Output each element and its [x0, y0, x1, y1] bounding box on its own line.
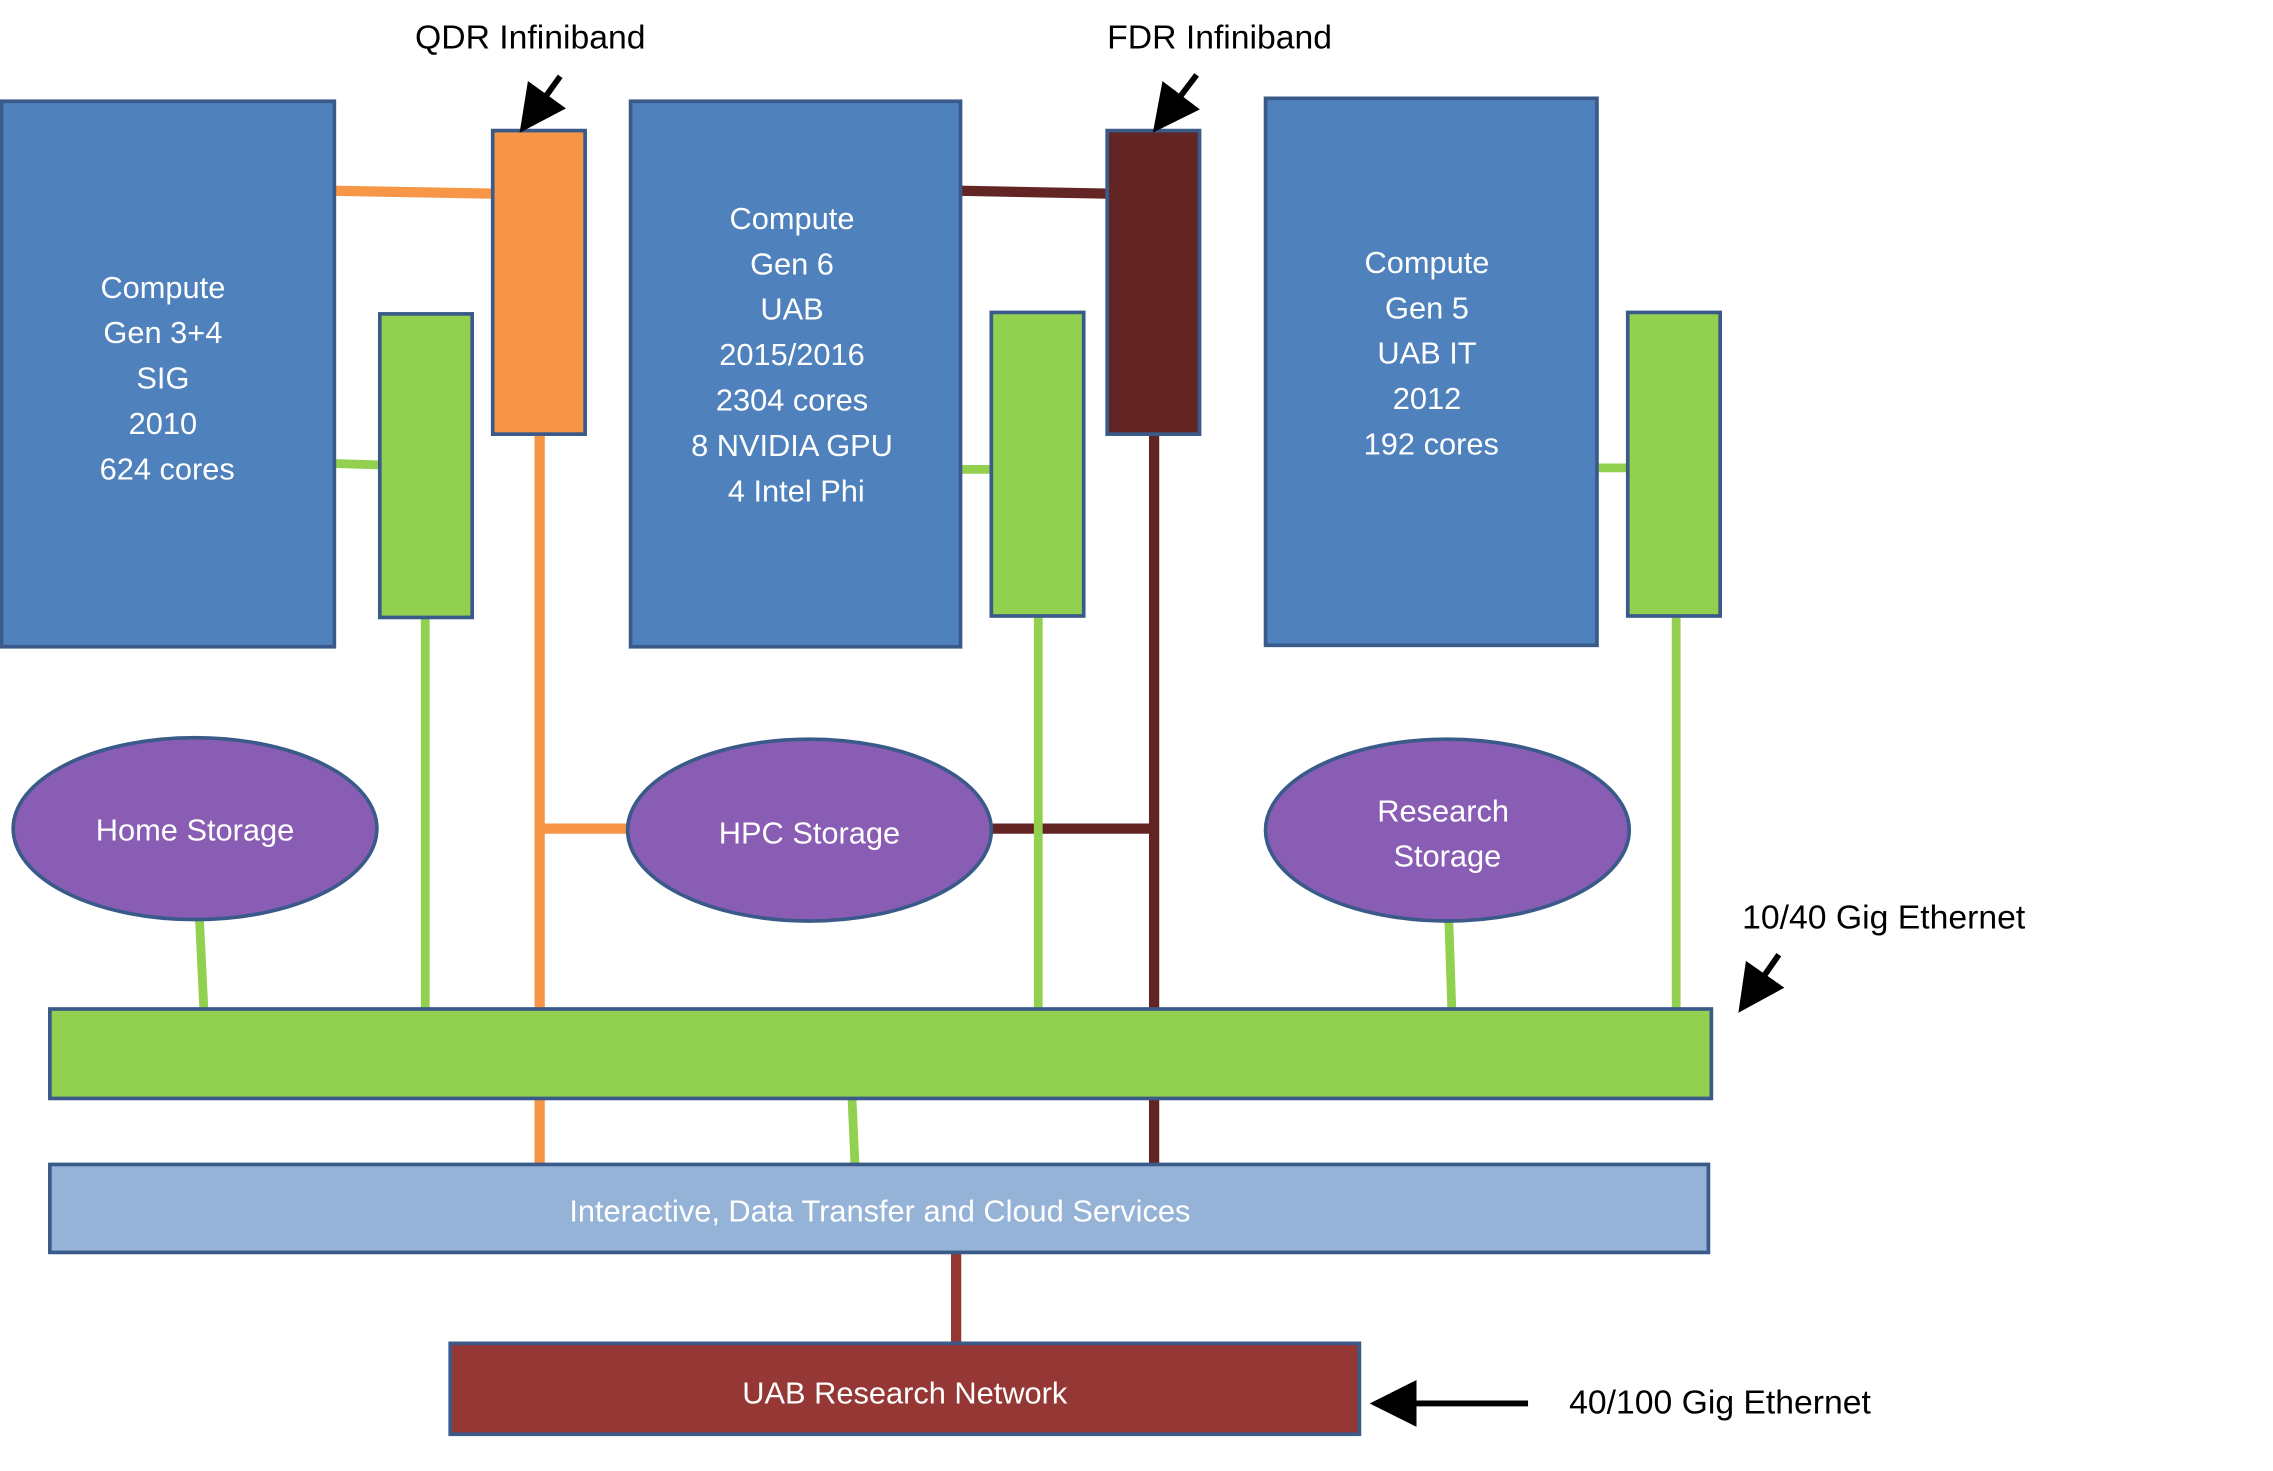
ethernet-switch-1[interactable]: [377, 312, 475, 620]
eth-link-gen34: [334, 459, 382, 470]
compute-gen6[interactable]: Compute Gen 6 UAB 2015/2016 2304 cores 8…: [628, 99, 963, 649]
ethernet-40-100-label: 40/100 Gig Ethernet: [1569, 1384, 1871, 1422]
home-storage-label: Home Storage: [96, 812, 294, 847]
qdr-link-gen34: [334, 185, 493, 199]
eth-services: [847, 1098, 860, 1165]
research-network[interactable]: UAB Research Network: [448, 1341, 1362, 1437]
qdr-infiniband-label: QDR Infiniband: [415, 18, 646, 56]
services-label: Interactive, Data Transfer and Cloud Ser…: [569, 1194, 1190, 1229]
services-bar[interactable]: Interactive, Data Transfer and Cloud Ser…: [48, 1162, 1711, 1255]
research-storage[interactable]: Research Storage: [1263, 737, 1632, 923]
fdr-arrow-icon: [1152, 73, 1200, 133]
ethernet-switch-2[interactable]: [989, 310, 1086, 618]
connections: [195, 185, 1681, 1344]
hpc-storage-label: HPC Storage: [719, 815, 900, 850]
ethernet-switch-3[interactable]: [1625, 310, 1722, 618]
qdr-arrow-icon: [519, 74, 567, 133]
home-storage[interactable]: Home Storage: [11, 735, 379, 922]
fdr-infiniband-label: FDR Infiniband: [1107, 18, 1332, 56]
fdr-link-gen6: [960, 185, 1108, 199]
compute-gen5-label: Compute Gen 5 UAB IT 2012 192 cores: [1364, 245, 1499, 462]
compute-gen5[interactable]: Compute Gen 5 UAB IT 2012 192 cores: [1263, 96, 1599, 648]
hpc-storage[interactable]: HPC Storage: [625, 737, 994, 923]
compute-gen34[interactable]: Compute Gen 3+4 SIG 2010 624 cores: [0, 99, 337, 649]
research-storage-label: Research Storage: [1377, 793, 1517, 873]
eth-research-storage: [1444, 920, 1457, 1010]
ethernet-backbone[interactable]: [48, 1007, 1714, 1101]
qdr-infiniband-switch[interactable]: [490, 128, 587, 436]
fdr-infiniband-switch[interactable]: [1105, 128, 1202, 436]
eth-home-storage: [195, 917, 209, 1010]
ethernet-10-40-arrow-icon: [1738, 953, 1785, 1013]
compute-gen34-label: Compute Gen 3+4 SIG 2010 624 cores: [100, 270, 235, 487]
ethernet-10-40-label: 10/40 Gig Ethernet: [1742, 898, 2026, 936]
compute-gen6-label: Compute Gen 6 UAB 2015/2016 2304 cores 8…: [691, 201, 901, 509]
research-network-label: UAB Research Network: [742, 1375, 1068, 1410]
